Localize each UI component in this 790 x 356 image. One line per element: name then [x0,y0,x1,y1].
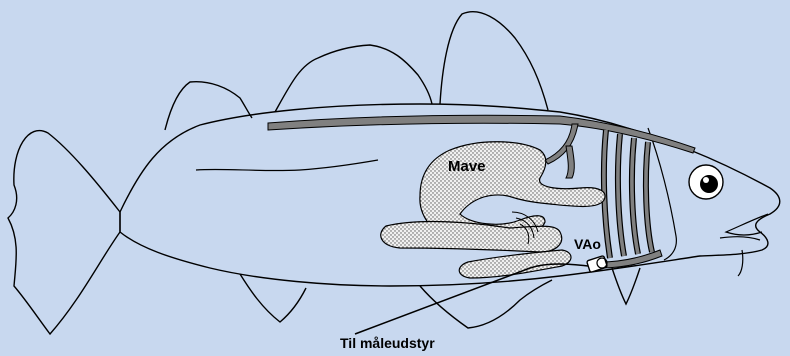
dorsal-fin-3 [440,12,548,110]
artery-label: VAo [574,236,601,252]
anal-fin-2 [420,280,552,328]
eye-highlight [703,177,709,183]
gastric-artery-branch [566,146,574,178]
intestine [381,222,562,252]
dorsal-fin-2 [275,45,432,112]
pelvic-fin [612,268,640,304]
pectoral-fin [196,160,378,171]
stomach-label: Mave [448,158,486,175]
tail-fin [8,131,120,334]
pupil [700,175,718,193]
equipment-label: Til måleudstyr [340,335,435,351]
lower-jaw [720,237,760,240]
mouth [726,214,768,235]
